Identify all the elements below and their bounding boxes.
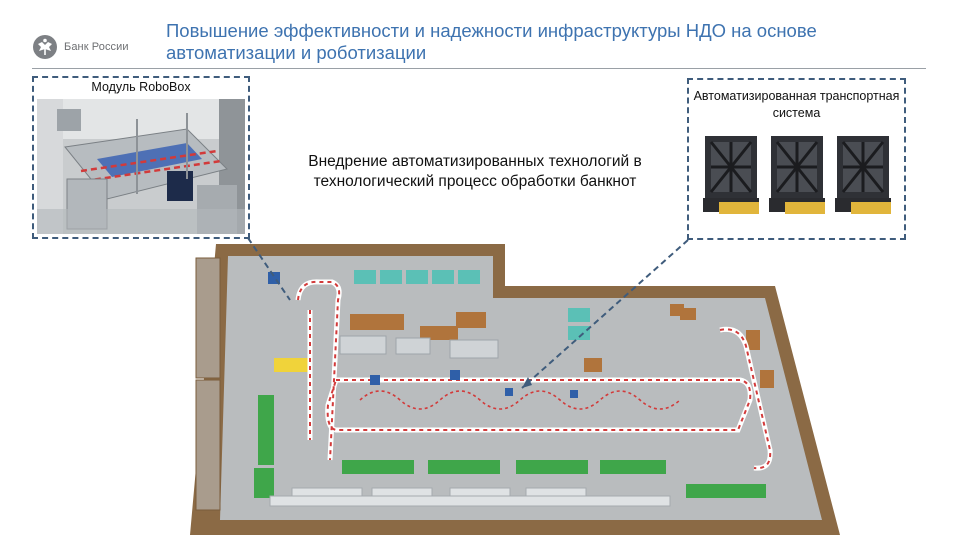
bank-logo: Банк России: [32, 30, 142, 64]
robobox-photo: [37, 99, 245, 234]
logo-text: Банк России: [64, 41, 129, 53]
facility-floor-plan: [160, 230, 850, 540]
page-title: Повышение эффективности и надежности инф…: [166, 20, 817, 63]
transport-robots-image: [695, 132, 898, 232]
bank-of-russia-emblem-icon: [33, 35, 57, 59]
center-description: Внедрение автоматизированных технологий …: [308, 153, 642, 190]
robobox-panel: Модуль RoboBox: [32, 76, 250, 239]
transport-caption: Автоматизированная транспортная система: [693, 89, 900, 120]
robobox-caption: Модуль RoboBox: [91, 80, 191, 94]
header-divider: [32, 68, 926, 69]
transport-panel: Автоматизированная транспортная система: [687, 78, 906, 240]
